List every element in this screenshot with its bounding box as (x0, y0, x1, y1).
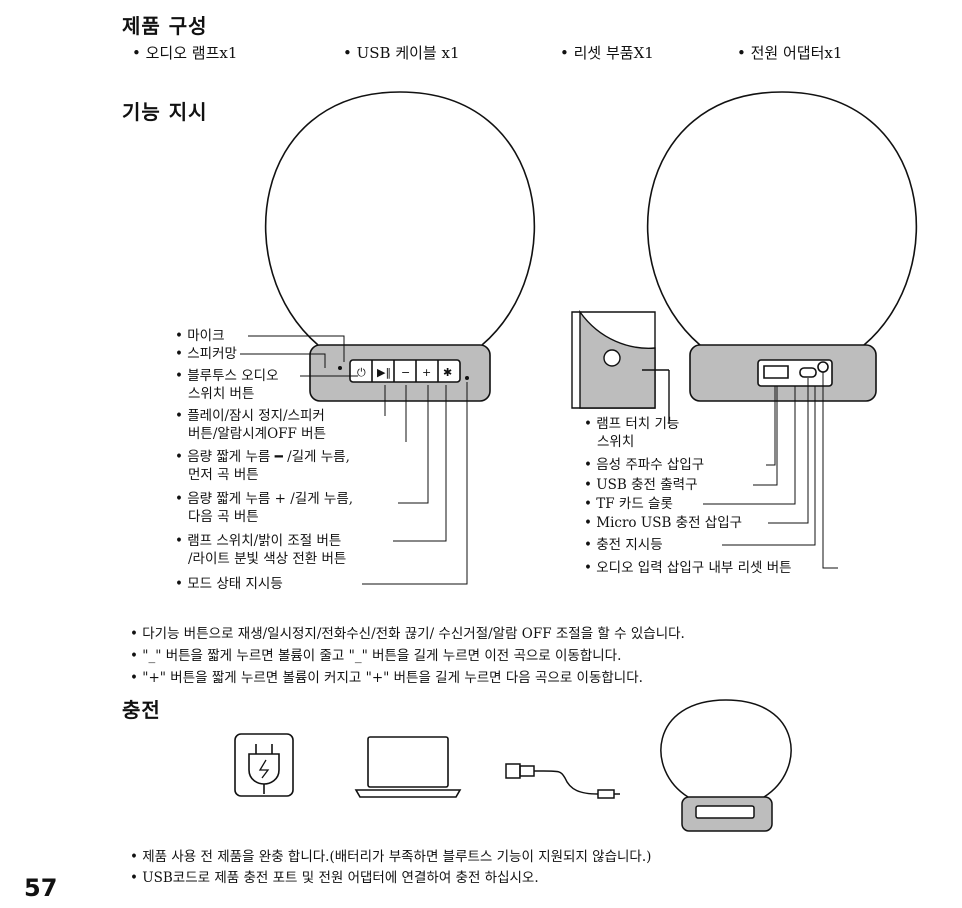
note-minus-button: • "_" 버튼을 짧게 누르면 볼륨이 줄고 "_" 버튼을 길게 누르면 이… (130, 648, 622, 664)
charging-note-usb-cord: • USB코드로 제품 충전 포트 및 전원 어댑터에 연결하여 충전 하십시오… (130, 870, 539, 886)
label-tf-slot: • TF 카드 슬롯 (584, 496, 673, 512)
label-touch-switch-cont: 스위치 (597, 434, 635, 450)
charging-note-full-charge: • 제품 사용 전 제품을 완충 합니다.(배터리가 부족하면 블루트스 기능이… (130, 849, 652, 865)
label-lamp-switch: • 램프 스위치/밝이 조절 버튼 (175, 533, 342, 549)
label-bluetooth-switch-cont: 스위치 버튼 (188, 386, 255, 402)
label-microphone: • 마이크 (175, 328, 225, 344)
label-touch-switch: • 램프 터치 기능 (584, 416, 680, 432)
label-usb-output: • USB 충전 출력구 (584, 477, 698, 493)
usb-cable-icon (506, 764, 620, 798)
laptop-icon (356, 737, 460, 797)
label-volume-up: • 음량 짧게 누름 + /길게 누름, (175, 491, 354, 507)
label-audio-input: • 음성 주파수 삽입구 (584, 457, 705, 473)
note-plus-button: • "+" 버튼을 짧게 누르면 볼륨이 커지고 "+" 버튼을 길게 누르면 … (130, 670, 643, 686)
page-number: 57 (24, 874, 58, 902)
front-button-glyphs: ⏻ ▶‖ − + ✱ (357, 366, 452, 379)
label-play-pause-cont: 버튼/알람시계OFF 버튼 (188, 426, 327, 442)
lamp-front-illustration (266, 92, 535, 401)
charging-title: 충전 (122, 698, 161, 722)
label-play-pause: • 플레이/잠시 정지/스피커 (175, 408, 325, 424)
label-reset-button: • 오디오 입력 삽입구 내부 리셋 버튼 (584, 560, 792, 576)
label-mode-indicator: • 모드 상태 지시등 (175, 576, 283, 592)
power-plug-icon (235, 734, 293, 796)
minus-button-icon: − (401, 366, 410, 379)
power-button-icon: ⏻ (357, 366, 366, 379)
touch-switch-inset (572, 312, 669, 424)
components-title: 제품 구성 (122, 14, 208, 38)
component-reset-part: • 리셋 부품X1 (560, 44, 654, 62)
label-speaker-grille: • 스피커망 (175, 346, 237, 362)
plus-button-icon: + (422, 366, 431, 379)
lamp-back-illustration (648, 92, 917, 401)
label-lamp-switch-cont: /라이트 분빛 색상 전환 버튼 (188, 551, 347, 567)
play-pause-button-icon: ▶‖ (377, 366, 391, 379)
label-volume-down-cont: 먼저 곡 버튼 (188, 467, 259, 483)
label-volume-up-cont: 다음 곡 버튼 (188, 509, 259, 525)
label-volume-down: • 음량 짧게 누름 ━ /길게 누름, (175, 449, 350, 465)
label-charge-indicator: • 충전 지시등 (584, 537, 663, 553)
functions-title: 기능 지시 (122, 100, 208, 124)
component-usb-cable: • USB 케이블 x1 (343, 44, 460, 62)
light-button-icon: ✱ (443, 366, 452, 379)
label-bluetooth-switch: • 블루투스 오디오 (175, 368, 279, 384)
component-audio-lamp: • 오디오 램프x1 (132, 44, 238, 62)
component-power-adapter: • 전원 어댑터x1 (737, 44, 843, 62)
label-micro-usb: • Micro USB 충전 삽입구 (584, 515, 743, 531)
lamp-icon (661, 700, 791, 831)
note-multifunction: • 다기능 버튼으로 재생/일시정지/전화수신/전화 끊기/ 수신거절/알람 O… (130, 626, 685, 642)
